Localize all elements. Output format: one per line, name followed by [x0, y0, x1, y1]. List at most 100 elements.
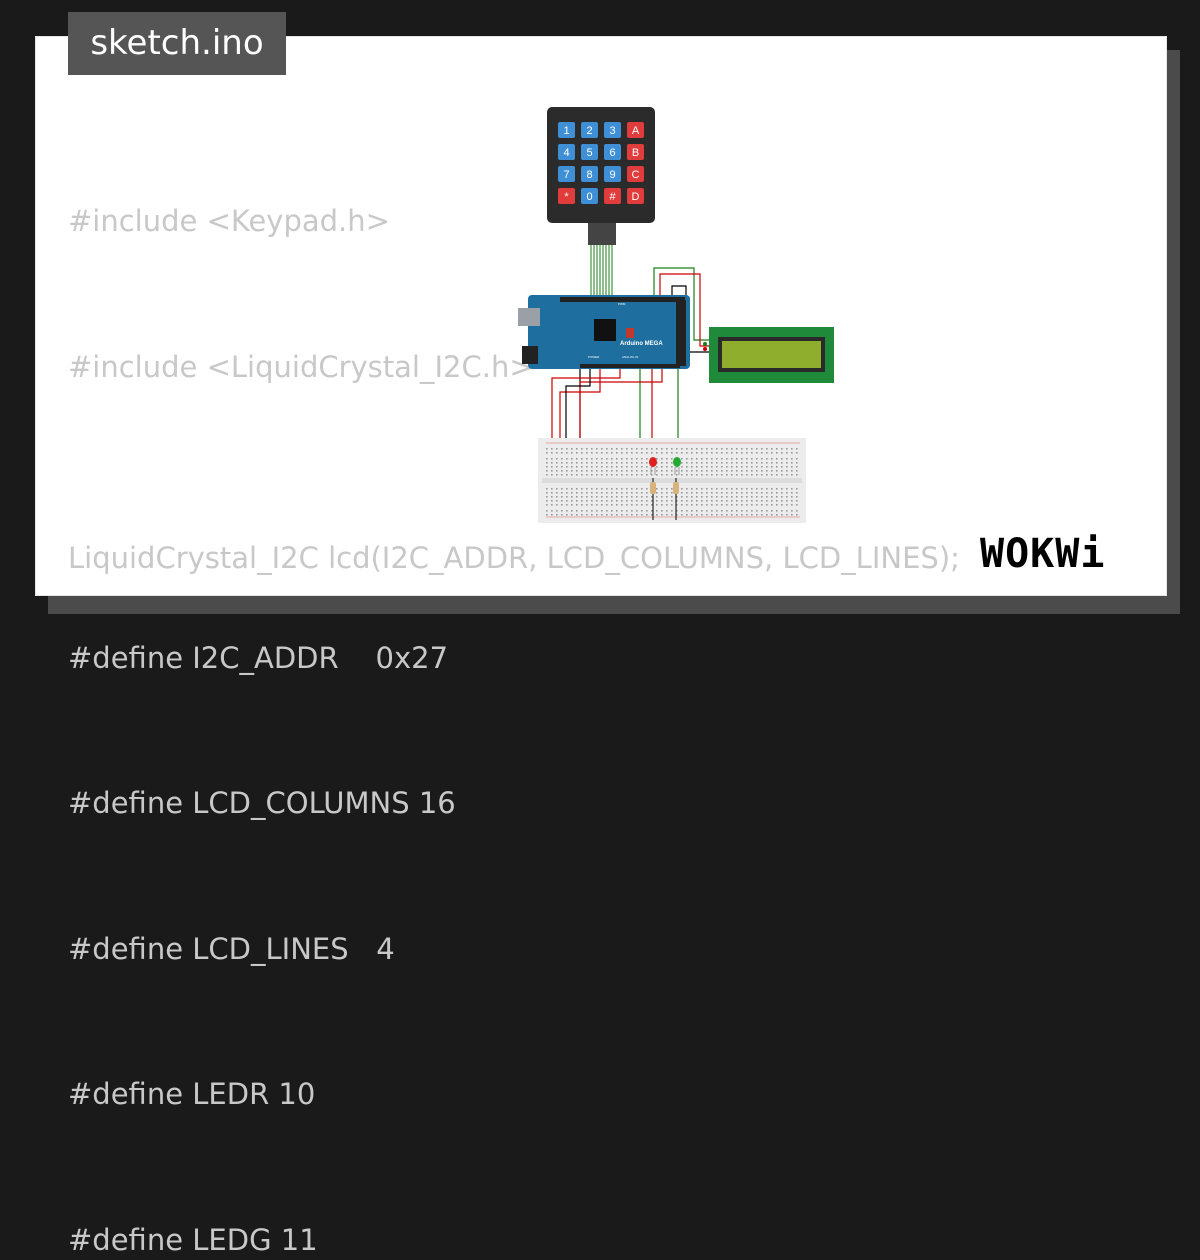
breadboard-hole	[636, 466, 638, 468]
breadboard-hole	[746, 458, 748, 460]
breadboard-hole	[706, 448, 708, 450]
breadboard-hole	[796, 504, 798, 506]
breadboard-hole	[611, 504, 613, 506]
breadboard-hole	[681, 514, 683, 516]
breadboard-hole	[556, 448, 558, 450]
breadboard-hole	[566, 500, 568, 502]
breadboard-hole	[776, 514, 778, 516]
breadboard-hole	[756, 458, 758, 460]
breadboard-hole	[701, 488, 703, 490]
breadboard-hole	[626, 452, 628, 454]
breadboard-hole	[746, 492, 748, 494]
breadboard-hole	[731, 488, 733, 490]
breadboard-hole	[661, 448, 663, 450]
breadboard-hole	[696, 462, 698, 464]
code-line: #define LEDG 11	[68, 1216, 534, 1260]
breadboard-hole	[616, 462, 618, 464]
breadboard-hole	[591, 492, 593, 494]
breadboard-hole	[776, 448, 778, 450]
breadboard-hole	[771, 474, 773, 476]
mcu-chip	[594, 319, 616, 341]
breadboard-hole	[686, 448, 688, 450]
breadboard-hole	[716, 458, 718, 460]
arduino-mega-board: Arduino MEGA PWM POWER ANALOG IN	[518, 295, 690, 369]
breadboard-hole	[656, 510, 658, 512]
breadboard-hole	[741, 462, 743, 464]
breadboard-hole	[576, 496, 578, 498]
breadboard-hole	[701, 492, 703, 494]
breadboard-hole	[646, 500, 648, 502]
breadboard-hole	[606, 466, 608, 468]
breadboard-hole	[681, 488, 683, 490]
breadboard-hole	[711, 452, 713, 454]
breadboard-hole	[746, 496, 748, 498]
breadboard-hole	[561, 488, 563, 490]
breadboard-hole	[551, 452, 553, 454]
breadboard-hole	[681, 492, 683, 494]
breadboard-hole	[736, 496, 738, 498]
breadboard-hole	[701, 500, 703, 502]
breadboard-hole	[681, 510, 683, 512]
breadboard-hole	[551, 488, 553, 490]
breadboard-hole	[771, 500, 773, 502]
code-line: #define LCD_COLUMNS 16	[68, 779, 534, 828]
code-line: #define LEDR 10	[68, 1070, 534, 1119]
breadboard-hole	[726, 462, 728, 464]
breadboard-hole	[781, 504, 783, 506]
breadboard-hole	[646, 452, 648, 454]
breadboard-hole	[551, 514, 553, 516]
breadboard-hole	[726, 510, 728, 512]
breadboard-hole	[551, 510, 553, 512]
breadboard-hole	[576, 488, 578, 490]
breadboard-hole	[596, 504, 598, 506]
breadboard-hole	[546, 458, 548, 460]
breadboard-hole	[691, 474, 693, 476]
breadboard-hole	[791, 448, 793, 450]
breadboard-hole	[731, 448, 733, 450]
breadboard-hole	[571, 504, 573, 506]
breadboard-hole	[551, 462, 553, 464]
breadboard-hole	[796, 474, 798, 476]
breadboard-hole	[736, 510, 738, 512]
breadboard-hole	[606, 500, 608, 502]
breadboard-hole	[751, 510, 753, 512]
breadboard-hole	[631, 448, 633, 450]
breadboard-hole	[751, 500, 753, 502]
breadboard-hole	[666, 510, 668, 512]
breadboard-hole	[591, 470, 593, 472]
breadboard-hole	[701, 448, 703, 450]
keypad-key-label: 3	[609, 125, 615, 137]
breadboard-hole	[551, 474, 553, 476]
breadboard-hole	[721, 470, 723, 472]
breadboard-hole	[706, 496, 708, 498]
breadboard-hole	[636, 514, 638, 516]
breadboard-hole	[576, 448, 578, 450]
breadboard-hole	[566, 504, 568, 506]
breadboard-hole	[661, 492, 663, 494]
breadboard-hole	[686, 452, 688, 454]
breadboard-hole	[776, 510, 778, 512]
keypad-ribbon-header	[588, 223, 616, 245]
breadboard-hole	[626, 510, 628, 512]
breadboard-hole	[576, 500, 578, 502]
breadboard-hole	[791, 458, 793, 460]
breadboard-hole	[606, 492, 608, 494]
breadboard-hole	[626, 500, 628, 502]
breadboard-hole	[711, 500, 713, 502]
breadboard-hole	[736, 500, 738, 502]
breadboard-hole	[691, 470, 693, 472]
breadboard-hole	[681, 474, 683, 476]
breadboard-hole	[721, 488, 723, 490]
breadboard-hole	[691, 488, 693, 490]
breadboard-hole	[681, 470, 683, 472]
breadboard-hole	[746, 470, 748, 472]
breadboard-hole	[566, 510, 568, 512]
breadboard-hole	[691, 496, 693, 498]
breadboard-hole	[621, 470, 623, 472]
breadboard-hole	[791, 488, 793, 490]
breadboard-hole	[786, 492, 788, 494]
breadboard-hole	[596, 470, 598, 472]
breadboard-hole	[716, 470, 718, 472]
breadboard-hole	[661, 474, 663, 476]
breadboard-hole	[756, 462, 758, 464]
